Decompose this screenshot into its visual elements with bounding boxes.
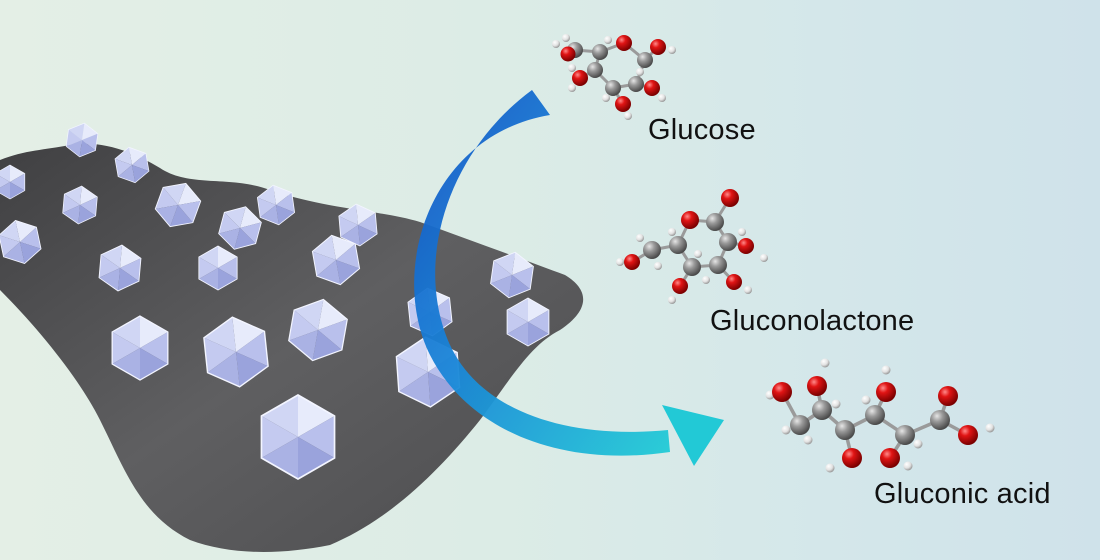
support-sheet <box>0 143 584 552</box>
gluconic-acid-molecule <box>765 358 995 473</box>
glucose-molecule <box>552 34 676 120</box>
gluconolactone-label: Gluconolactone <box>710 305 915 337</box>
gluconolactone-molecule <box>616 189 768 304</box>
glucose-label: Glucose <box>648 114 756 146</box>
gluconic-acid-label: Gluconic acid <box>874 478 1051 510</box>
curved-arrow-icon <box>414 90 724 466</box>
reaction-arrow-head <box>662 405 724 466</box>
